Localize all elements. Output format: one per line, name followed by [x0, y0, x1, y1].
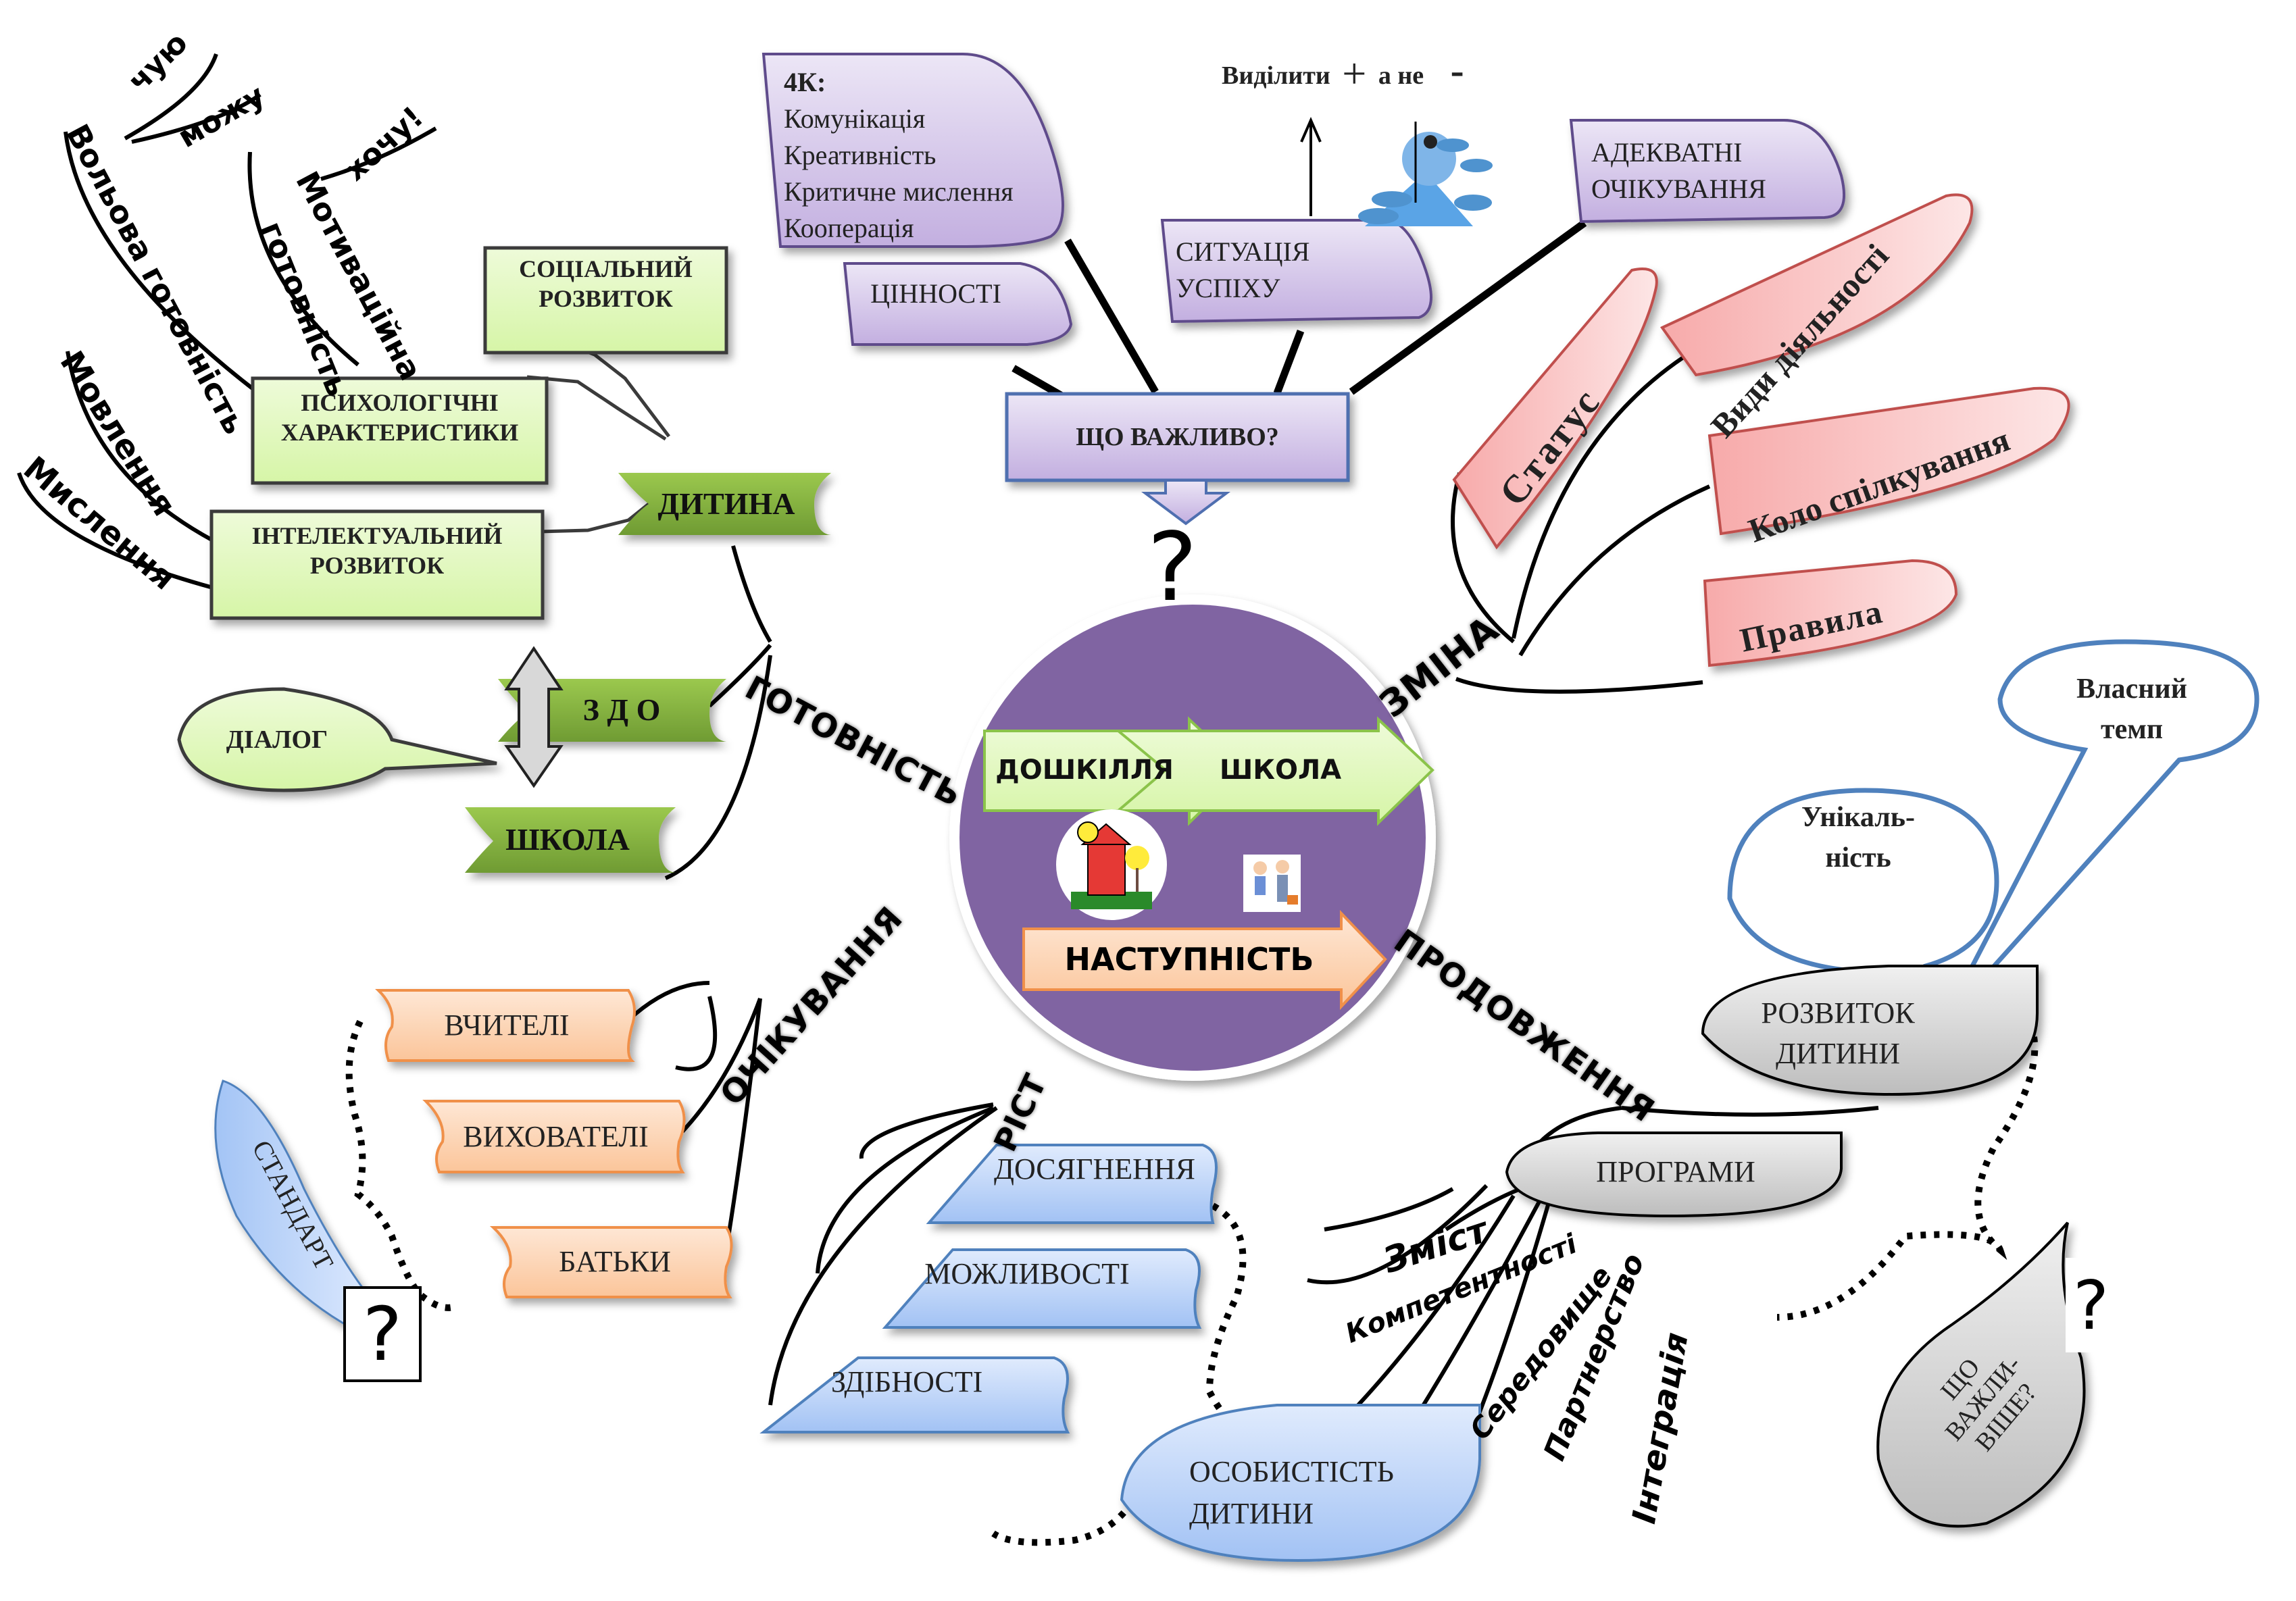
- more-important-question: ?: [2072, 1265, 2110, 1345]
- four-c-block: 4К: Комунікація Креативність Критичне ми…: [784, 64, 1014, 247]
- dialog-bubble: [177, 687, 497, 792]
- expectation-item-educators: ВИХОВАТЕЛІ: [463, 1120, 649, 1153]
- expectation-item-teachers: ВЧИТЕЛІ: [444, 1009, 570, 1042]
- adequate-shape: [1569, 119, 1846, 224]
- zdo-banner: [498, 679, 726, 742]
- values-label: ЦІННОСТІ: [870, 278, 1001, 309]
- intellect-label: ІНТЕЛЕКТУАЛЬНИЙ РОЗВИТОК: [251, 522, 503, 579]
- continuity-label: НАСТУПНІСТЬ: [1064, 941, 1314, 977]
- psych-label: ПСИХОЛОГІЧНІ ХАРАКТЕРИСТИКИ: [280, 389, 519, 446]
- growth-item-opportunities: МОЖЛИВОСТІ: [924, 1256, 1130, 1290]
- what-important-connectors: [1012, 220, 1587, 399]
- programs-shape: [1505, 1132, 1843, 1218]
- growth-connectors: [768, 1102, 998, 1406]
- expectations-dotted-link: [345, 1019, 454, 1311]
- child-label: ДИТИНА: [657, 486, 795, 521]
- growth-item-abilities: ЗДІБНОСТІ: [831, 1365, 983, 1398]
- own-pace-label: Власний темп: [2076, 674, 2187, 745]
- more-important-qmark-box: [2066, 1258, 2116, 1352]
- four-c-item: Кооперація: [784, 213, 914, 243]
- school-label: ШКОЛА: [505, 822, 630, 857]
- schoolchildren-picture: [1243, 855, 1301, 912]
- success-label: СИТУАЦІЯ УСПІХУ: [1176, 236, 1310, 303]
- what-important-pointer: [1141, 479, 1230, 526]
- change-shapes: [1452, 193, 2070, 667]
- values-shape: [843, 262, 1073, 346]
- expectation-item-parents: БАТЬКИ: [559, 1245, 671, 1278]
- dialog-label: ДІАЛОГ: [226, 726, 328, 754]
- what-important-title: ЩО ВАЖЛИВО?: [1076, 423, 1279, 451]
- growth-dotted-link: [991, 1202, 1247, 1546]
- school-arrow-label: ШКОЛА: [1219, 755, 1342, 786]
- child-dev-label: РОЗВИТОК ДИТИНИ: [1761, 996, 1915, 1070]
- zdo-label: З Д О: [582, 692, 661, 727]
- zdo-school-double-arrow: [504, 646, 564, 788]
- personality-label: ОСОБИСТІСТЬ ДИТИНИ: [1189, 1455, 1394, 1530]
- school-banner: [465, 807, 676, 873]
- speech-bubbles: [1727, 639, 2260, 1030]
- standard-qmark-box: [343, 1286, 422, 1382]
- child-dev-shape: [1701, 965, 2039, 1096]
- adequate-label: АДЕКВАТНІ ОЧІКУВАННЯ: [1591, 137, 1766, 204]
- highlight-note: Виділити + а не -: [1222, 47, 1464, 99]
- child-banner: [618, 473, 831, 535]
- preschool-arrow-label: ДОШКІЛЛЯ: [995, 755, 1174, 786]
- not-text: а не: [1378, 61, 1424, 90]
- growth-shapes: [759, 1144, 1481, 1562]
- four-c-heading: 4К:: [784, 67, 826, 97]
- growth-item-achievements: ДОСЯГНЕННЯ: [993, 1152, 1195, 1186]
- four-c-shape: [762, 53, 1064, 248]
- kindergarten-picture: [1056, 809, 1167, 920]
- intellect-box: [209, 509, 545, 620]
- what-important-box: [1005, 392, 1350, 482]
- social-box: [483, 246, 728, 355]
- continuation-dotted-links: [1776, 1036, 2039, 1321]
- school-arrow: [1114, 716, 1434, 826]
- psych-box: [251, 376, 549, 485]
- four-c-item: Креативність: [784, 140, 937, 170]
- four-c-item: Комунікація: [784, 103, 926, 134]
- standard-question: ?: [362, 1291, 403, 1377]
- center-circle: [959, 605, 1426, 1071]
- highlight-text: Виділити: [1222, 61, 1330, 90]
- mountain-climber-picture: [1358, 122, 1493, 226]
- programs-label: ПРОГРАМИ: [1596, 1155, 1755, 1188]
- minus-sign: -: [1450, 48, 1464, 93]
- four-c-item: Критичне мислення: [784, 176, 1014, 207]
- readiness-connectors: [664, 545, 772, 880]
- continuity-arrow: [1022, 910, 1387, 1011]
- expectations-shapes: [375, 989, 733, 1298]
- plus-sign: +: [1342, 49, 1367, 97]
- success-up-arrow-head: [1300, 117, 1322, 143]
- change-connectors: [1451, 349, 1711, 694]
- readiness-arc-lines: [17, 53, 437, 590]
- uniqueness-label: Унікаль- ність: [1801, 802, 1915, 873]
- social-label: СОЦІАЛЬНИЙ РОЗВИТОК: [519, 255, 693, 312]
- what-important-question: ?: [1147, 512, 1198, 623]
